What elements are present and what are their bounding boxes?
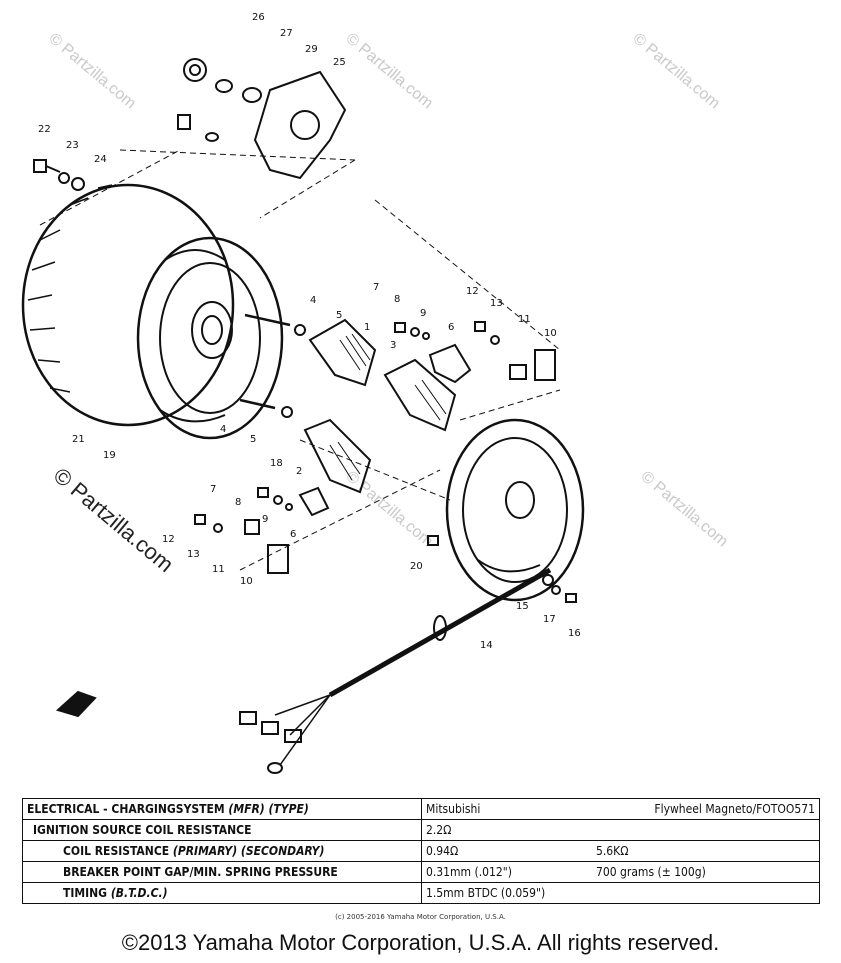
callout: 26 <box>252 12 265 23</box>
callout: 2 <box>296 466 302 477</box>
spec-label: ELECTRICAL - CHARGINGSYSTEM (MFR) (TYPE) <box>22 798 422 820</box>
table-row: ELECTRICAL - CHARGINGSYSTEM (MFR) (TYPE)… <box>22 798 820 820</box>
callout: 13 <box>490 298 503 309</box>
callout: 22 <box>38 124 51 135</box>
callout: 20 <box>410 561 423 572</box>
callout: 7 <box>210 484 216 495</box>
spec-label: IGNITION SOURCE COIL RESISTANCE <box>22 819 422 841</box>
callout: 8 <box>235 497 241 508</box>
callout: 9 <box>262 514 268 525</box>
callout: 21 <box>72 434 85 445</box>
watermark-text: © Partzilla.com <box>637 468 731 550</box>
callout: 5 <box>250 434 256 445</box>
callout: 29 <box>305 44 318 55</box>
callout: 18 <box>270 458 283 469</box>
callout: 11 <box>518 314 531 325</box>
spec-value: 1.5mm BTDC (0.059") <box>421 882 820 904</box>
callout: 12 <box>466 286 479 297</box>
callout: 12 <box>162 534 175 545</box>
callout: 10 <box>240 576 253 587</box>
callout: 27 <box>280 28 293 39</box>
spec-value: 2.2Ω <box>421 819 820 841</box>
specification-table: ELECTRICAL - CHARGINGSYSTEM (MFR) (TYPE)… <box>22 798 820 904</box>
watermark-text: © Partzilla.com <box>49 463 179 577</box>
callout: 17 <box>543 614 556 625</box>
callout: 16 <box>568 628 581 639</box>
parts-diagram: © Partzilla.com © Partzilla.com © Partzi… <box>21 12 731 774</box>
watermark-text: © Partzilla.com <box>45 30 139 112</box>
table-row: IGNITION SOURCE COIL RESISTANCE 2.2Ω <box>22 819 820 841</box>
table-row: COIL RESISTANCE (PRIMARY) (SECONDARY) 0.… <box>22 840 820 862</box>
callout: 6 <box>290 529 296 540</box>
callout: 9 <box>420 308 426 319</box>
callout: 4 <box>220 424 226 435</box>
callout: 15 <box>516 601 529 612</box>
spec-value: 0.31mm (.012")700 grams (± 100g) <box>421 861 820 883</box>
callout: 14 <box>480 640 493 651</box>
spec-value: Mitsubishi Flywheel Magneto/FOTOO571 <box>421 798 820 820</box>
callout: 7 <box>373 282 379 293</box>
table-row: BREAKER POINT GAP/MIN. SPRING PRESSURE 0… <box>22 861 820 883</box>
callout: 24 <box>94 154 107 165</box>
callout: 4 <box>310 295 316 306</box>
watermark-text: © Partzilla.com <box>629 30 723 112</box>
callout: 3 <box>390 340 396 351</box>
callout: 25 <box>333 57 346 68</box>
callout-labels: 26 27 29 25 22 23 24 7 8 9 12 13 11 10 4… <box>38 12 581 651</box>
callout: 23 <box>66 140 79 151</box>
small-copyright: (c) 2005-2016 Yamaha Motor Corporation, … <box>335 913 506 921</box>
callout: 6 <box>448 322 454 333</box>
watermark-group: © Partzilla.com © Partzilla.com © Partzi… <box>45 30 731 577</box>
callout: 19 <box>103 450 116 461</box>
callout: 1 <box>364 322 370 333</box>
callout: 11 <box>212 564 225 575</box>
watermark-text: © Partzilla.com <box>342 30 436 112</box>
watermark-text: © Partzilla.com <box>342 468 436 550</box>
table-row: TIMING (B.T.D.C.) 1.5mm BTDC (0.059") <box>22 882 820 904</box>
spec-label: COIL RESISTANCE (PRIMARY) (SECONDARY) <box>22 840 422 862</box>
callout: 8 <box>394 294 400 305</box>
spec-label: TIMING (B.T.D.C.) <box>22 882 422 904</box>
callout: 5 <box>336 310 342 321</box>
spec-label: BREAKER POINT GAP/MIN. SPRING PRESSURE <box>22 861 422 883</box>
callout: 13 <box>187 549 200 560</box>
callout: 10 <box>544 328 557 339</box>
copyright-notice: ©2013 Yamaha Motor Corporation, U.S.A. A… <box>121 930 720 955</box>
flywheel-assembly <box>21 58 585 774</box>
